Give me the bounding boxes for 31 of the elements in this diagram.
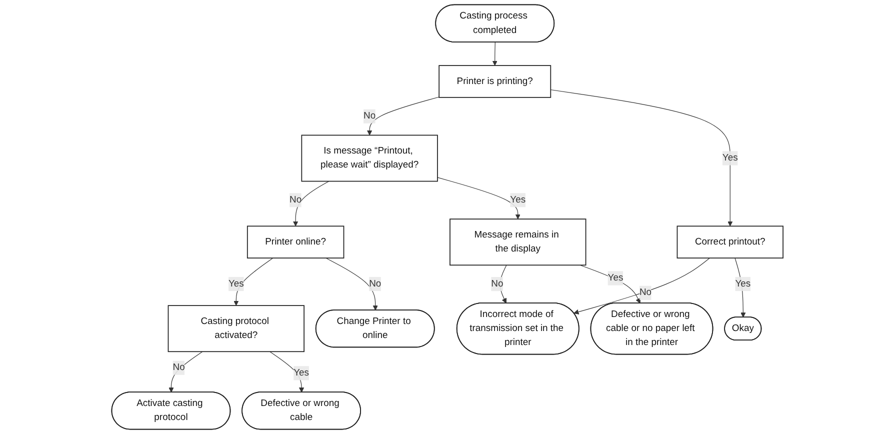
edge-label: Yes — [510, 194, 526, 205]
arrow — [367, 96, 440, 136]
arrow — [492, 42, 498, 66]
node-box: Casting protocol activated? — [168, 305, 305, 352]
node-box: Printer online? — [247, 226, 344, 258]
node-box: Correct printout? — [676, 226, 784, 258]
arrow — [326, 258, 378, 311]
node-box: Message remains in the display — [450, 218, 586, 266]
edge-label: Yes — [228, 278, 244, 289]
edge-label: No — [491, 278, 504, 289]
edge-label: Yes — [608, 272, 624, 283]
edge-label: No — [640, 288, 652, 298]
arrow — [168, 351, 203, 393]
arrow — [734, 258, 746, 318]
node-box: Printer is printing? — [438, 65, 552, 98]
edge-label: No — [364, 111, 376, 122]
arrow — [574, 258, 710, 314]
edge-label: Yes — [294, 368, 310, 378]
arrow — [580, 264, 641, 304]
edge-label: Yes — [722, 152, 738, 163]
edge-label: Yes — [735, 278, 751, 289]
node-box: Is message “Printout, please wait” displayed? — [301, 134, 438, 182]
arrow — [550, 89, 733, 226]
arrow — [437, 177, 521, 220]
arrow — [234, 258, 274, 306]
arrow — [293, 180, 330, 226]
arrow — [270, 351, 304, 393]
edge-label: No — [369, 278, 382, 289]
arrow — [500, 264, 507, 304]
edge-label: No — [172, 362, 185, 373]
edge-label: No — [290, 194, 302, 205]
